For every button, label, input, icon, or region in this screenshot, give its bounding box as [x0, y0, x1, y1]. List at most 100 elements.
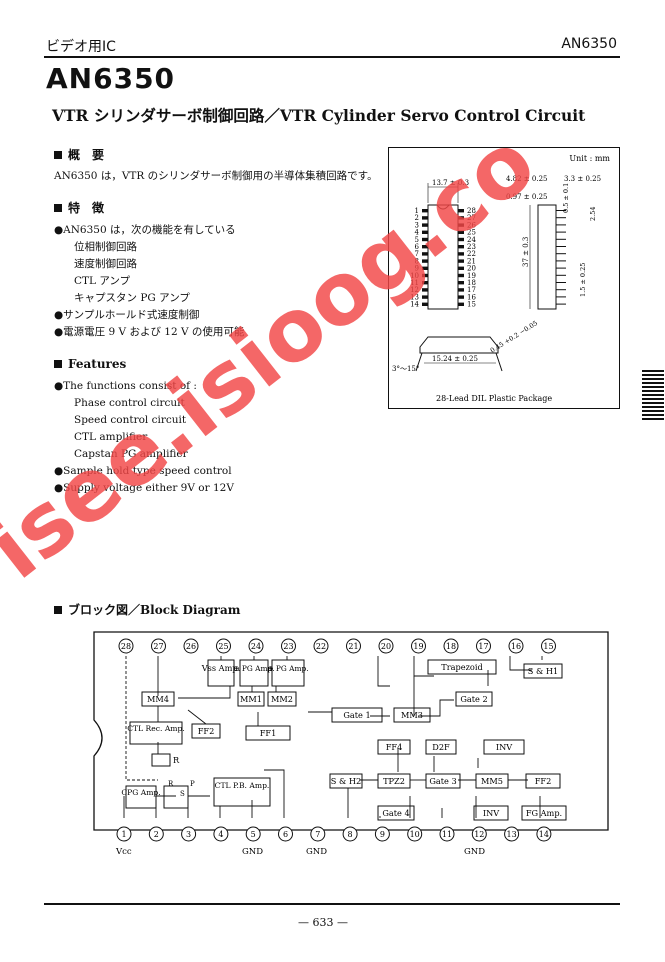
pin-number: 9 [380, 830, 385, 839]
block-minus-pg-amp: ⊖ PG Amp. [233, 664, 274, 673]
block-tpz2: TPZ2 [383, 776, 405, 786]
pin-number: 6 [283, 830, 288, 839]
package-lead [458, 281, 464, 285]
pin-circle [541, 638, 556, 654]
label-r1: R [173, 755, 180, 765]
package-lead [458, 209, 464, 213]
block-fg-amp: FG Amp. [526, 808, 562, 818]
package-lead [458, 288, 464, 292]
package-pin-number: 5 [415, 236, 419, 244]
block-ctl-rec-amp: CTL Rec. Amp. [127, 724, 185, 733]
label-gnd-1: GND [242, 847, 263, 857]
pin-number: 27 [153, 642, 163, 651]
package-lead [422, 237, 428, 242]
pin-circle [411, 638, 426, 654]
package-side-view: 37 ± 0.3 4.82 ± 0.25 3.3 ± 0.25 0.97 ± 0… [506, 175, 601, 310]
features-en-item: ●Sample hold type speed control [54, 465, 232, 477]
package-pin-number: 26 [467, 221, 476, 229]
package-frame [388, 147, 620, 409]
dim-width: 13.7 ± 0.3 [432, 179, 469, 187]
function-blocks: Vss Amp. ⊖ PG Amp. ⊕ PG Amp. Trapezoid S… [121, 659, 567, 821]
package-lead [422, 295, 428, 299]
dim-angle: 3°〜15° [392, 365, 419, 373]
features-jp-item: 速度制御回路 [74, 258, 137, 270]
package-lead [458, 259, 464, 263]
block-ff2-a: FF2 [198, 726, 215, 736]
features-en-item: ●Supply voltage either 9V or 12V [54, 482, 234, 494]
pin-number: 7 [315, 830, 320, 839]
features-jp-item: ●電源電圧 9 V および 12 V の使用可能 [54, 326, 245, 338]
dim-seat: 3.3 ± 0.25 [564, 175, 601, 183]
package-pin-number: 25 [467, 229, 476, 237]
package-pin-number: 24 [467, 236, 476, 244]
pin-circle [281, 638, 296, 654]
pin-number: 1 [121, 830, 126, 839]
package-lead [458, 245, 464, 249]
pin-number: 11 [442, 830, 452, 839]
label-vcc: Vcc [115, 847, 132, 857]
block-ff4: FF4 [386, 742, 403, 752]
pin-number: 23 [283, 642, 293, 651]
package-lead [422, 252, 428, 256]
package-pin-number: 1 [415, 207, 419, 215]
package-lead [458, 216, 464, 220]
pin-circle [181, 826, 197, 842]
package-pin-number: 10 [410, 272, 419, 280]
bullet-square-icon [54, 606, 62, 614]
package-lead [422, 266, 428, 270]
pin-number: 10 [410, 830, 420, 839]
pin-circle [439, 826, 455, 842]
pin-circle [471, 826, 487, 842]
pin-circle [476, 638, 491, 654]
package-pin-number: 12 [410, 286, 419, 294]
package-end-view: 15.24 ± 0.25 3°〜15° 0.45 +0.2 −0.05 [392, 319, 539, 373]
dim-pitch: 2.54 [589, 207, 597, 221]
features-en-item: Phase control circuit [74, 397, 185, 409]
package-pin-number: 20 [467, 265, 476, 273]
block-gate3: Gate 3 [429, 776, 456, 786]
features-en-item: CTL amplifier [74, 431, 148, 443]
pin-number: 20 [381, 642, 391, 651]
pin-number: 26 [186, 642, 196, 651]
block-ff2-b: FF2 [535, 776, 552, 786]
block-gate2: Gate 2 [460, 694, 487, 704]
package-pin-number: 28 [467, 207, 476, 215]
page-subtitle: VTR シリンダサーボ制御回路／VTR Cylinder Servo Contr… [52, 106, 586, 125]
package-pin-number: 7 [415, 250, 419, 258]
package-unit: Unit : mm [569, 154, 610, 163]
pin-circle [407, 826, 423, 842]
package-lead [422, 288, 428, 292]
pin-circle [278, 826, 293, 842]
footer-rule [44, 903, 620, 905]
overview-heading: 概 要 [54, 146, 104, 163]
dim-lead-width: 0.5 ± 0.1 [562, 183, 570, 213]
block-cpg-amp: CPG Amp. [121, 788, 160, 797]
package-lead [422, 245, 428, 249]
package-lead [458, 302, 464, 306]
block-mm1: MM1 [240, 694, 262, 704]
pin-circle [508, 638, 524, 654]
block-plus-pg-amp: ⊕ PG Amp. [267, 664, 308, 673]
pin-number: 13 [507, 830, 517, 839]
pin-number: 3 [186, 830, 191, 839]
package-lead [458, 230, 464, 234]
pin-circle [248, 638, 264, 654]
pin-number: 28 [121, 642, 131, 651]
features-jp-item: キャプスタン PG アンプ [74, 292, 190, 304]
pin-circle [536, 826, 552, 842]
pin-circle [116, 826, 132, 842]
pin-number: 16 [511, 642, 521, 651]
features-jp-item: ●サンプルホールド式速度制御 [54, 309, 200, 321]
features-en-item: ●The functions consist of : [54, 380, 197, 392]
pin-circle [346, 638, 361, 654]
pin-number: 8 [348, 830, 353, 839]
package-lead [422, 281, 428, 285]
package-lead [458, 252, 464, 256]
pin-circle [118, 638, 134, 654]
features-jp-item: 位相制御回路 [74, 241, 137, 253]
pin-circle [310, 826, 326, 842]
header-category: ビデオ用IC [46, 39, 116, 55]
package-lead [422, 273, 428, 278]
overview-text: AN6350 は，VTR のシリンダサーボ制御用の半導体集積回路です。 [54, 170, 378, 182]
